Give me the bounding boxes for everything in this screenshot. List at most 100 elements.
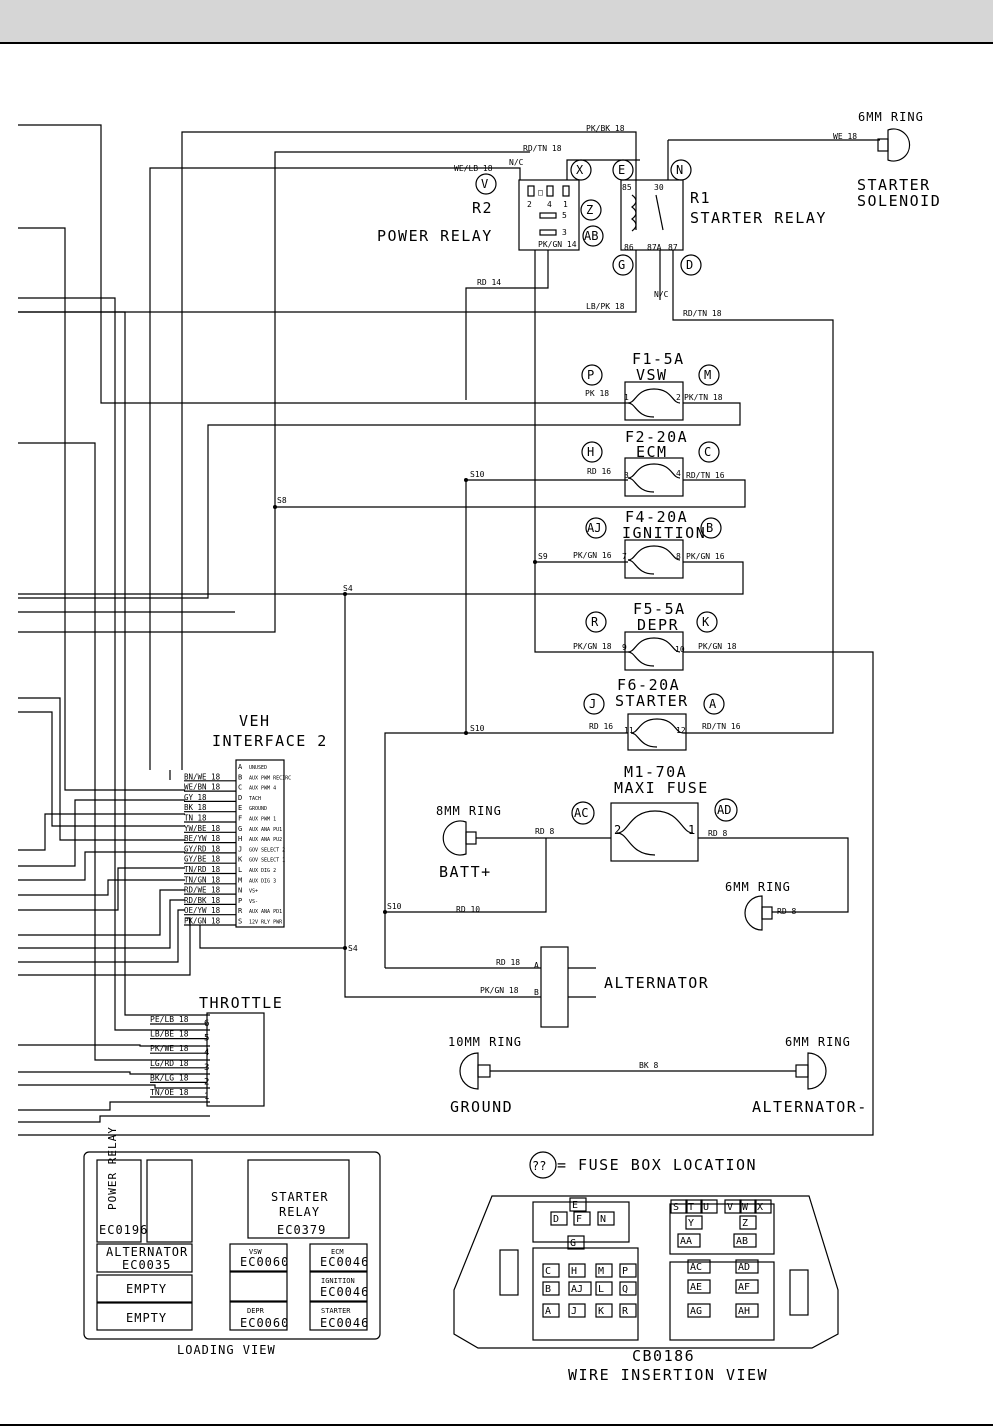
veh-pin-function: AUX ANA PD1 [249,909,282,915]
fusebox-cell-label: X [757,1202,763,1213]
alternator-wire-b: PK/GN 18 [480,986,519,995]
fusebox-cell [700,1199,718,1214]
lv-starter: STARTER [321,1307,351,1315]
fusebox-cell [739,1215,757,1230]
circle-H: H [587,445,594,459]
fusebox-cell-label: J [571,1306,577,1317]
circle-Z: Z [586,203,593,217]
fuse-f4: F4-20A IGNITION 7 8 PK/GN 16 PK/GN 16 [18,508,744,595]
lv-empty2: EMPTY [126,1311,167,1325]
veh-wire-label: OE/YW 18 [184,906,221,915]
r2-pin-5: 5 [562,211,567,220]
lv-ec0046a: EC0046 [320,1255,369,1269]
r2-wire-out: PK/GN 14 [538,240,577,249]
r2-pin-2: 2 [527,200,532,209]
fuse-f6: F6-20A STARTER 11 12 RD 16 RD/TN 16 [384,480,741,968]
f6-title1: F6-20A [617,676,680,694]
fusebox-cell [595,1281,613,1296]
veh-pin-function: AUX PWM 1 [249,817,276,823]
alternator-pin-a: A [534,961,539,970]
ground-label-l: GROUND [450,1098,513,1116]
f4-title1: F4-20A [625,508,688,526]
lv-ec0379: EC0379 [277,1223,326,1237]
loading-view: POWER RELAY EC0196 STARTER RELAY EC0379 … [83,1126,381,1357]
solenoid-ring: 6MM RING [858,110,924,124]
lv-alternator: ALTERNATOR [106,1245,188,1259]
r2-id: R2 [472,199,493,217]
f2-pin-l: 3 [624,471,629,480]
r1-wire-out: RD/TN 18 [683,309,722,318]
r2-wire-top: RD/TN 18 [523,144,562,153]
circle-G: G [618,258,625,272]
lv-starter-relay2: RELAY [279,1205,320,1219]
starter-relay-r1: 85 30 86 87A 87 R1 STARTER RELAY N/C PK/… [18,124,880,734]
veh-pin: P [238,897,242,905]
lv-power-relay: POWER RELAY [106,1126,119,1210]
ground-cable: 10MM RING 6MM RING BK 8 GROUND ALTERNATO… [448,1035,868,1116]
fusebox-cell-label: AJ [571,1284,583,1295]
maxi-pin-r: 1 [688,823,696,837]
fusebox-cell [685,1199,703,1214]
circle-N: N [676,163,683,177]
batt-label: BATT+ [439,863,492,881]
fusebox-cell [550,1211,568,1226]
splice-s4b: S4 [348,944,358,953]
veh-pin: B [238,773,242,781]
veh-wire-label: WE/BN 18 [184,783,221,792]
fusebox-cell-label: V [727,1202,733,1213]
splice-s9: S9 [538,552,548,561]
alternator-label: ALTERNATOR [604,974,709,992]
veh-wire-label: GY/BE 18 [184,855,221,864]
veh-pin: K [238,856,243,864]
fusebox-cell [568,1281,592,1296]
fusebox-cell-label: Z [742,1218,748,1229]
f5-wire-r: PK/GN 18 [698,642,737,651]
fusebox-cell-label: AE [690,1282,702,1293]
maxi-title2: MAXI FUSE [614,779,709,797]
veh-pin-function: AUX DIG 3 [249,878,276,884]
fusebox-caption2: WIRE INSERTION VIEW [568,1366,768,1384]
fusebox-cell [619,1281,637,1296]
veh-pin: H [238,835,242,843]
circle-D: D [686,258,693,272]
fusebox-qq: ?? [532,1159,546,1173]
r2-wire-in: WE/LB 18 [454,164,493,173]
ground-ring-l: 10MM RING [448,1035,522,1049]
circle-M: M [704,368,711,382]
fusebox-cell [735,1279,759,1294]
veh-pin-function: AUX ANA PU1 [249,827,282,833]
svg-text:□: □ [538,188,543,197]
f1-pin-l: 1 [624,393,629,402]
f4-wire-l: PK/GN 16 [573,551,612,560]
fusebox-cell [597,1211,615,1226]
ground-label-r: ALTERNATOR- [752,1098,868,1116]
veh-wire-label: RD/BK 18 [184,896,221,905]
lv-ec0035: EC0035 [122,1258,171,1272]
fusebox-cell [739,1199,757,1214]
veh-pin-function: AUX DIG 2 [249,868,276,874]
f1-pin-r: 2 [676,393,681,402]
fusebox-cell-label: C [545,1266,551,1277]
f2-title1: F2-20A [625,428,688,446]
fusebox-cell-label: D [553,1214,559,1225]
splice-s8: S8 [277,496,287,505]
fusebox-cell-label: AH [738,1306,750,1317]
veh-pin: R [238,907,243,915]
fusebox-cell-label: H [571,1266,577,1277]
f1-title1: F1-5A [632,350,685,368]
fusebox-cell-label: W [742,1202,749,1213]
f1-title2: VSW [636,366,668,384]
veh-title1: VEH [239,712,271,730]
veh-wire-label: GY 18 [184,793,207,802]
fusebox-cell-label: AD [738,1262,750,1273]
fusebox-cell-label: K [598,1306,604,1317]
r1-wire-top: PK/BK 18 [586,124,625,133]
fusebox-cell [724,1199,742,1214]
fusebox-cell [567,1235,585,1250]
circle-AB: AB [584,229,598,243]
circle-labels: V X E N Z AB G D P M H C AJ B R K J A AC… [475,159,738,825]
fuse-f1: F1-5A VSW 1 2 PK 18 PK/TN 18 [585,350,723,421]
r1-pin-30: 30 [654,183,664,192]
